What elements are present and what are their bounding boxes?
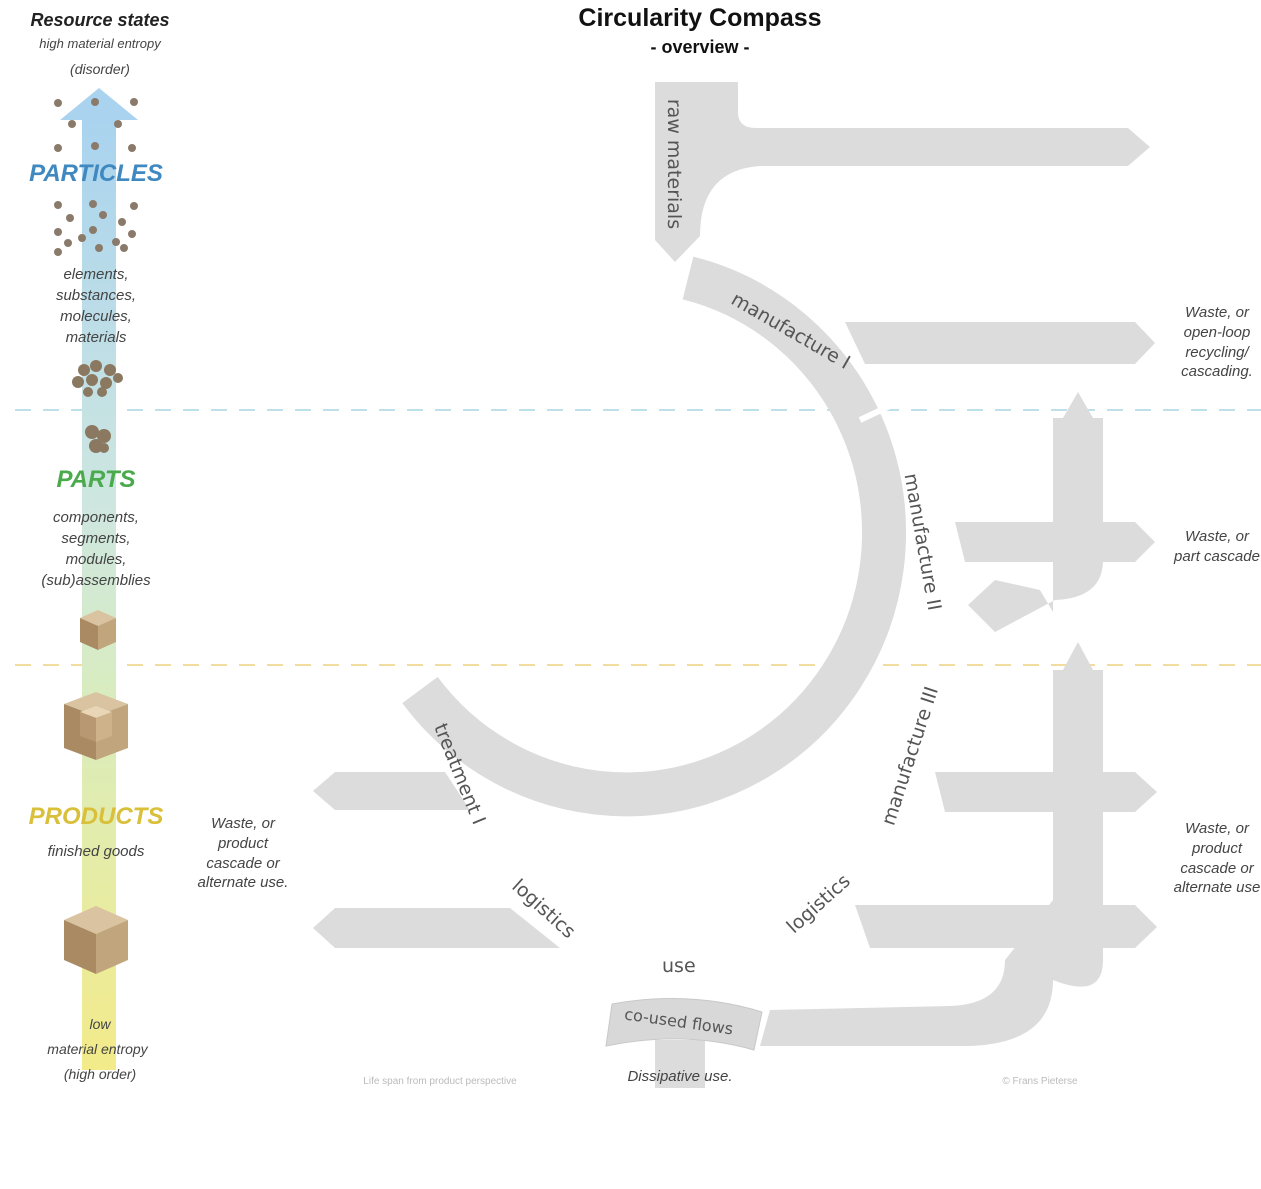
particles-desc: elements, substances, molecules, materia… [55, 266, 137, 346]
stage-use: use [662, 955, 696, 977]
particles-heading: PARTICLES [29, 160, 163, 187]
product-cube-icon [64, 906, 128, 974]
bottom-entropy-line1: low [89, 1016, 111, 1032]
page-title: Circularity Compass [578, 4, 822, 32]
products-heading: PRODUCTS [28, 803, 164, 830]
return-flow-upper [968, 392, 1103, 632]
compass-arrows [313, 82, 1157, 1088]
part-cube-icon [80, 610, 116, 650]
entropy-arrow-head [60, 88, 138, 120]
resource-states-heading: Resource states [30, 10, 170, 30]
label-part-cascade: Waste, or part cascade [1174, 528, 1260, 565]
cascade-arrow-4 [855, 905, 1157, 948]
bottom-entropy-line3: (high order) [63, 1066, 137, 1082]
cascade-arrow-1 [845, 322, 1155, 364]
top-entropy-line2: (disorder) [70, 61, 130, 77]
main-cycle-ring [402, 256, 907, 817]
cascade-arrow-3 [935, 772, 1157, 812]
label-open-loop-recycling: Waste, or open-loop recycling/ cascading… [1181, 304, 1253, 381]
co-used-stem [655, 1040, 705, 1088]
raw-materials-arrow [655, 82, 1150, 262]
parts-heading: PARTS [56, 466, 136, 493]
material-clusters [72, 360, 123, 453]
top-entropy-line1: high material entropy [39, 36, 161, 51]
label-dissipative-use: Dissipative use. [627, 1068, 733, 1085]
footnote-left: Life span from product perspective [363, 1076, 517, 1087]
assembly-cube-icon [64, 692, 128, 760]
particle-dots [54, 98, 138, 256]
left-waste-arrow-lower [313, 908, 560, 948]
co-used-flows-badge [605, 998, 763, 1051]
label-product-cascade-left: Waste, or product cascade or alternate u… [197, 815, 289, 892]
left-waste-arrow-upper [313, 772, 470, 810]
bottom-entropy-line2: material entropy [47, 1041, 148, 1057]
label-product-cascade-right: Waste, or product cascade or alternate u… [1173, 820, 1261, 897]
stage-raw-materials: raw materials [663, 98, 686, 230]
parts-desc: components, segments, modules, (sub)asse… [41, 509, 151, 589]
footnote-right: © Frans Pieterse [1002, 1076, 1078, 1087]
page-subtitle: - overview - [650, 37, 750, 57]
return-flow-lower [760, 642, 1103, 1046]
products-desc: finished goods [47, 843, 145, 860]
ring-segment-gaps [474, 399, 959, 968]
